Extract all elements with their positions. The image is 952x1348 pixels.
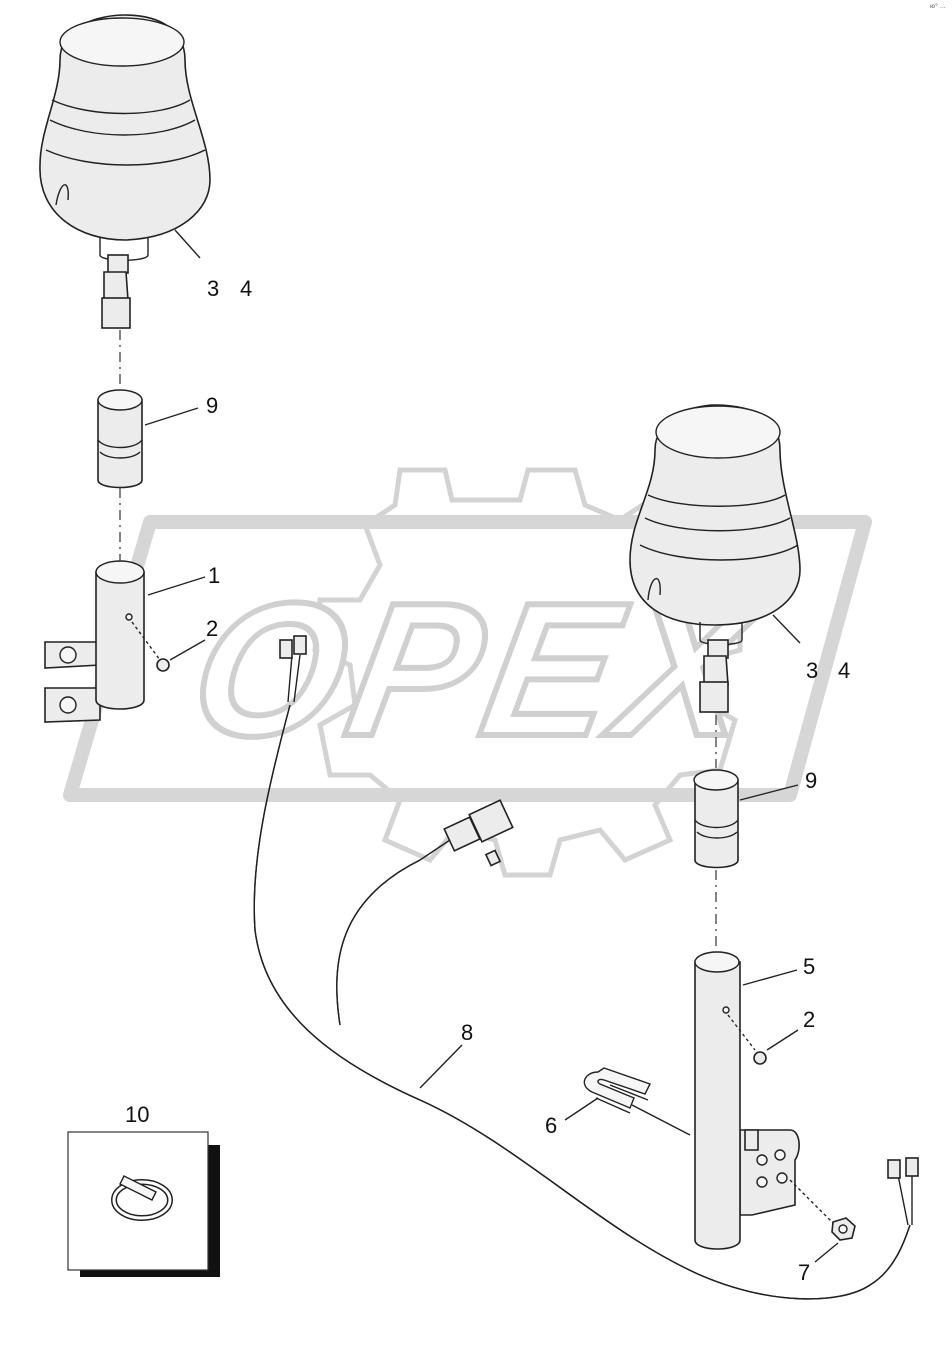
u-bolt (583, 1067, 651, 1114)
leader-adapter-right (739, 784, 799, 801)
callout-nut: 7 (798, 1260, 810, 1285)
callout-setscrew-left: 2 (206, 616, 218, 641)
callout-harness: 8 (461, 1020, 473, 1045)
setscrew-axis-left (131, 621, 161, 661)
callout-adapter-right: 9 (805, 768, 817, 793)
leader-setscrew-right (766, 1029, 799, 1051)
callout-ubolt: 6 (545, 1113, 557, 1138)
callout-mast-right: 5 (803, 954, 815, 979)
hose-clamp-icon (111, 1175, 173, 1221)
leader-beacon-left (174, 229, 201, 259)
setscrew-axis-right (727, 1014, 756, 1051)
callout-beacon-left-3: 3 (207, 276, 219, 301)
leader-harness (419, 1044, 463, 1089)
wiring-harness (253, 635, 919, 1300)
callout-beacon-right-4: 4 (838, 658, 850, 683)
beacon-light-right (629, 404, 801, 713)
callout-beacon-left-4: 4 (240, 276, 252, 301)
adapter-sleeve-left (97, 389, 143, 489)
leader-nut (814, 1242, 839, 1263)
hex-nut (831, 1217, 856, 1241)
leader-ubolt (564, 1097, 599, 1121)
mast-tube-right (694, 951, 800, 1250)
leader-beacon-right (772, 614, 801, 644)
leader-bracket-left (147, 576, 206, 596)
ubolt-axis (631, 1104, 691, 1136)
callout-setscrew-right: 2 (803, 1007, 815, 1032)
beacon-light-left (39, 14, 211, 329)
setscrew-right (753, 1051, 767, 1065)
clip-kit-box (67, 1131, 220, 1277)
leader-adapter-left (144, 407, 199, 426)
nut-axis (789, 1179, 836, 1226)
callout-adapter-left: 9 (206, 393, 218, 418)
leader-setscrew-left (169, 639, 206, 661)
leader-mast-right (742, 969, 798, 986)
callout-beacon-right-3: 3 (806, 658, 818, 683)
corner-mark: ю° ... (930, 3, 946, 10)
adapter-sleeve-right (693, 769, 739, 869)
callout-clip-kit: 10 (125, 1102, 149, 1127)
mount-bracket-left (44, 560, 145, 723)
callout-bracket-left: 1 (208, 563, 220, 588)
setscrew-left (156, 658, 170, 672)
